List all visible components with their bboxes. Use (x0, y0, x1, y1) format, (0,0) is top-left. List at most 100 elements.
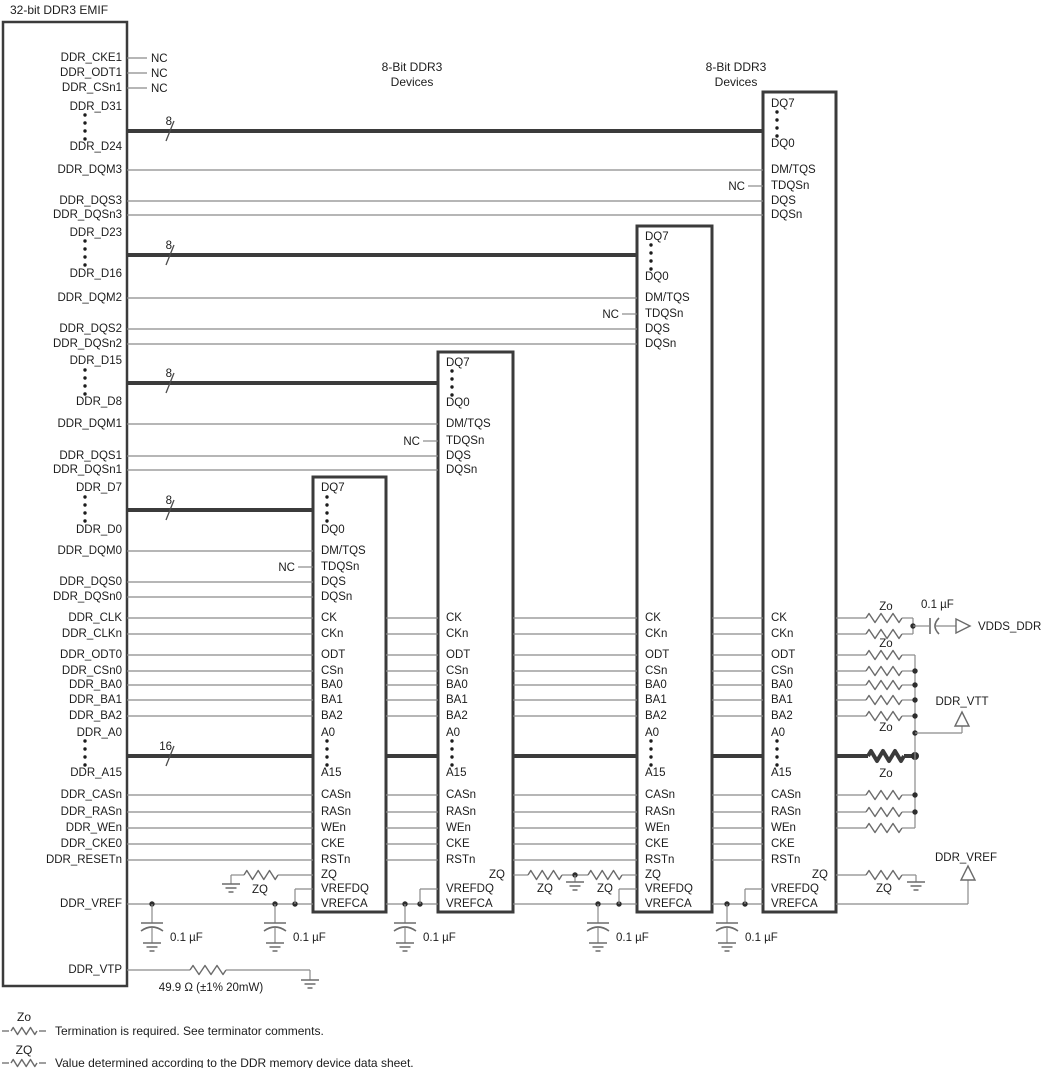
junction-dot (912, 713, 918, 719)
ellipsis-dot (325, 739, 329, 743)
emif-pin-label: DDR_CSn1 (62, 82, 122, 94)
emif-pin-label: DDR_DQS3 (59, 195, 122, 207)
termination-resistor (865, 665, 903, 677)
bus-width-label: 16 (159, 741, 172, 753)
junction-dot (912, 809, 918, 815)
device-pin-label: DQ7 (446, 357, 470, 369)
device-pin-label: DQ0 (321, 524, 345, 536)
device-pin-label: RASn (321, 806, 351, 818)
ellipsis-dot (450, 763, 454, 767)
ellipsis-dot (83, 247, 87, 251)
ellipsis-dot (83, 263, 87, 267)
device-pin-label: ZQ (321, 869, 337, 881)
termination-resistor (865, 806, 903, 818)
emif-pin-label: DDR_DQS1 (59, 450, 122, 462)
emif-pin-label: DDR_CKE1 (61, 52, 122, 64)
device-pin-label: DM/TQS (771, 164, 816, 176)
emif-pin-label: DDR_D7 (76, 482, 122, 494)
emif-pin-label: DDR_DQSn0 (53, 591, 122, 603)
device-pin-label: BA2 (321, 710, 343, 722)
device-pin-label: BA0 (771, 679, 793, 691)
device-pin-label: DQ7 (645, 231, 669, 243)
device-pin-label: A15 (321, 767, 341, 779)
device-pin-label: CKE (446, 838, 470, 850)
zq-label: ZQ (252, 884, 268, 896)
emif-pin-label: DDR_D8 (76, 396, 122, 408)
zq-label: ZQ (537, 883, 553, 895)
junction-dot (912, 792, 918, 798)
device-pin-label: A0 (321, 727, 335, 739)
emif-pin-label: DDR_CLKn (62, 628, 122, 640)
device-pin-label: BA1 (771, 694, 793, 706)
device-pin-label: A15 (771, 767, 791, 779)
device-pin-label: CSn (771, 665, 793, 677)
device-pin-label: WEn (771, 822, 796, 834)
ellipsis-dot (83, 739, 87, 743)
nc-label: NC (151, 83, 168, 95)
device-pin-label: TDQSn (645, 308, 683, 320)
device-pin-label: DQSn (446, 464, 477, 476)
device-pin-label: ZQ (489, 869, 505, 881)
ellipsis-dot (649, 763, 653, 767)
emif-pin-label: DDR_DQM3 (57, 164, 122, 176)
device-pin-label: VREFDQ (771, 883, 819, 895)
device-pin-label: DQSn (321, 591, 352, 603)
bus-width-label: 8 (166, 240, 172, 252)
ellipsis-dot (83, 384, 87, 388)
device-pin-label: CKn (771, 628, 793, 640)
device-pin-label: A0 (771, 727, 785, 739)
device-group-label: Devices (715, 75, 758, 89)
device-pin-label: DQ7 (771, 98, 795, 110)
ellipsis-dot (83, 511, 87, 515)
device-pin-label: DQSn (645, 338, 676, 350)
device-pin-label: VREFCA (645, 898, 692, 910)
emif-pin-label: DDR_WEn (66, 822, 122, 834)
capacitor-plate (715, 926, 739, 932)
device-group-label: 8-Bit DDR3 (706, 60, 767, 74)
ellipsis-dot (775, 110, 779, 114)
vtp-resistor-label: 49.9 Ω (±1% 20mW) (159, 982, 264, 994)
device-pin-label: CK (771, 612, 787, 624)
emif-pin-label: DDR_DQSn2 (53, 338, 122, 350)
device-pin-label: CASn (645, 789, 675, 801)
ellipsis-dot (775, 134, 779, 138)
net-flag-right (955, 617, 972, 635)
net-flag-label: DDR_VREF (935, 852, 997, 864)
termination-resistor (865, 710, 903, 722)
emif-pin-label: DDR_RASn (61, 806, 122, 818)
ellipsis-dot (83, 239, 87, 243)
device-pin-label: WEn (645, 822, 670, 834)
emif-pin-label: DDR_D24 (70, 141, 123, 153)
ellipsis-dot (775, 126, 779, 130)
device-pin-label: BA1 (321, 694, 343, 706)
device-pin-label: CK (321, 612, 337, 624)
ellipsis-dot (649, 747, 653, 751)
device-pin-label: DQ0 (645, 271, 669, 283)
emif-title: 32-bit DDR3 EMIF (10, 3, 108, 17)
device-pin-label: CK (446, 612, 462, 624)
device-pin-label: CKn (446, 628, 468, 640)
emif-pin-label: DDR_DQM1 (57, 418, 122, 430)
ellipsis-dot (325, 747, 329, 751)
device-pin-label: VREFCA (446, 898, 493, 910)
device-group-label: 8-Bit DDR3 (382, 60, 443, 74)
device-pin-label: DM/TQS (321, 545, 366, 557)
bus-width-label: 8 (166, 495, 172, 507)
device-pin-label: DQS (771, 195, 796, 207)
bus-width-label: 8 (166, 116, 172, 128)
device-pin-label: DQ7 (321, 482, 345, 494)
ellipsis-dot (325, 495, 329, 499)
bus-width-tick (165, 745, 175, 767)
nc-label: NC (728, 181, 745, 193)
device-pin-label: RSTn (321, 854, 350, 866)
zo-label: Zo (879, 638, 892, 650)
device-pin-label: DQS (446, 450, 471, 462)
ellipsis-dot (450, 377, 454, 381)
ellipsis-dot (649, 243, 653, 247)
ellipsis-dot (450, 385, 454, 389)
device-pin-label: DM/TQS (645, 292, 690, 304)
cap-value-label: 0.1 µF (293, 932, 326, 944)
legend-symbol-label: Zo (17, 1010, 31, 1024)
device-group-label: Devices (391, 75, 434, 89)
